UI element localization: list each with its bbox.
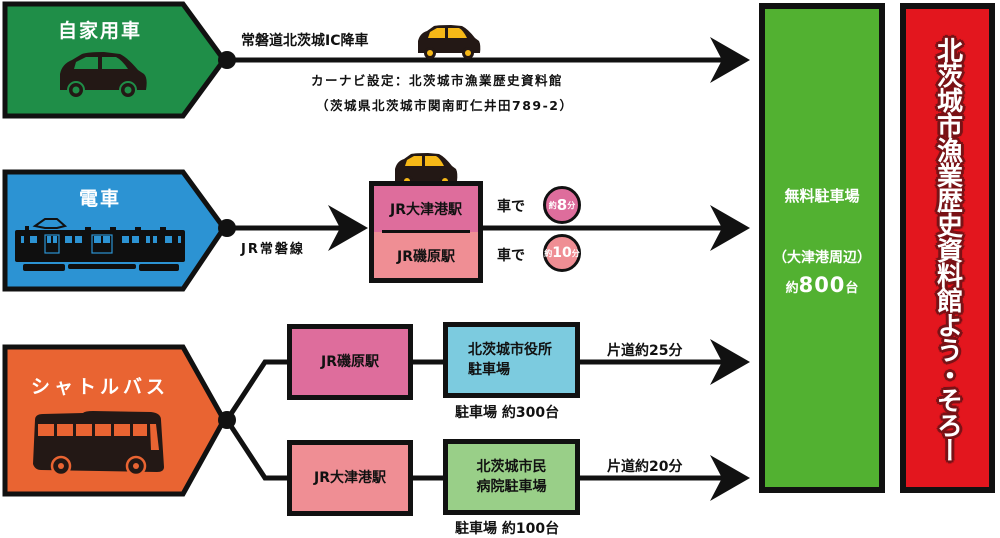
train-route-arrowhead-1: [328, 205, 368, 251]
bus-branch-line-1: [224, 359, 290, 422]
free-parking-panel: 無料駐車場 （大津港周辺） 約800台: [759, 3, 885, 493]
hospital-parking-box: 北茨城市民 病院駐車場: [443, 439, 580, 515]
train-icon: [15, 218, 185, 271]
destination-panel: 北茨城市漁業歴史資料館よう・そろー: [900, 3, 995, 493]
address-label: （茨城県北茨城市関南町仁井田789-2）: [316, 98, 574, 113]
bus-branch-arrowhead-2: [710, 455, 750, 501]
car-icon: [60, 52, 147, 99]
time-prefix: 約: [544, 248, 553, 258]
parking-name-line1: 北茨城市民: [476, 458, 547, 475]
free-parking-capacity: 約800台: [765, 273, 879, 297]
bus-branch-arrowhead-1: [710, 339, 750, 385]
city-hall-parking-capacity: 駐車場 約300台: [455, 405, 560, 421]
time-prefix: 約: [548, 200, 557, 210]
parking-name-line1: 北茨城市役所: [468, 341, 552, 358]
car-route-arrowhead: [710, 37, 750, 83]
bus-route-title: シャトルバス: [30, 376, 169, 398]
free-parking-area: （大津港周辺）: [773, 250, 871, 266]
by-car-label-2: 車で: [497, 248, 525, 264]
bus-station-otsuko: JR大津港駅: [287, 440, 413, 516]
parking-name-line2: 病院駐車場: [476, 479, 547, 495]
parking-name-line2: 駐車場: [468, 362, 510, 378]
bus-route-node: [218, 411, 236, 429]
bus-duration-1: 片道約25分: [607, 343, 683, 359]
station-otsuko: JR大津港駅: [374, 186, 478, 232]
capacity-suffix: 台: [845, 281, 859, 296]
train-route-node: [218, 219, 236, 237]
exit-label: 常磐道北茨城IC降車: [241, 33, 369, 49]
bus-duration-2: 片道約20分: [607, 459, 683, 475]
train-station-box: JR大津港駅 JR磯原駅: [369, 181, 483, 283]
car-icon-small: [418, 25, 481, 59]
train-route-arrowhead-2: [710, 205, 750, 251]
by-car-label-1: 車で: [497, 199, 525, 215]
time-value: 10: [552, 245, 572, 261]
station-divider: [382, 230, 470, 233]
station-isohara: JR磯原駅: [397, 249, 455, 265]
bus-branch-line-2: [224, 418, 290, 481]
bus-icon: [33, 411, 164, 477]
time-value: 8: [556, 196, 568, 214]
destination-name: 北茨城市漁業歴史資料館よう・そろー: [932, 37, 963, 462]
time-suffix: 分: [567, 200, 576, 210]
car-icon-small: [395, 153, 458, 187]
time-suffix: 分: [571, 248, 580, 258]
navi-label: カーナビ設定：北茨城市漁業歴史資料館: [311, 73, 564, 88]
capacity-prefix: 約: [785, 281, 799, 296]
bus-station-isohara: JR磯原駅: [287, 324, 413, 400]
train-route-title: 電車: [78, 188, 121, 210]
hospital-parking-capacity: 駐車場 約100台: [455, 521, 560, 537]
car-route-node: [218, 51, 236, 69]
car-route-title: 自家用車: [57, 20, 142, 42]
city-hall-parking-box: 北茨城市役所 駐車場: [443, 322, 580, 398]
train-line-label: JR常磐線: [241, 242, 305, 257]
free-parking-title: 無料駐車場: [784, 187, 860, 205]
capacity-value: 800: [798, 273, 846, 297]
